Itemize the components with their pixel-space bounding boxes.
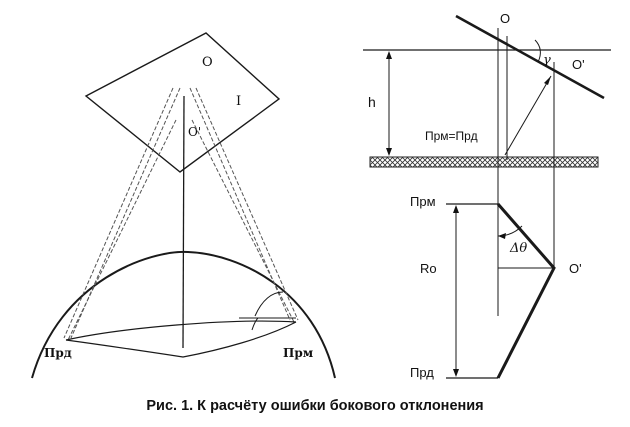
ro-arrow-top [453,205,459,213]
ground-strip [369,156,599,168]
ray-arrow [544,76,551,85]
vertical-axis [182,95,185,349]
label-prd: Прд [410,365,434,380]
plane-label-i: I [236,94,241,109]
reflecting-plane [84,32,281,173]
plane-label-o: O [202,55,213,70]
figure-caption: Рис. 1. К расчёту ошибки бокового отклон… [146,398,484,414]
label-gamma: γ [543,53,551,68]
label-prm: Прм [410,194,436,209]
ground-lens-upper [65,320,297,341]
reflection-path [496,203,556,379]
label-transmitter: Прд [44,346,72,360]
label-o-prime-bottom: O' [569,261,582,276]
delta-theta-arrow [498,233,506,239]
ground-lens-lower [65,321,297,358]
earth-surface-arc [31,250,336,379]
h-arrow-bottom [386,148,392,156]
foot-label: O' [188,125,201,139]
gamma-angle-arc [534,39,541,63]
label-delta-theta: Δθ [509,241,527,256]
right-figure: O O' γ h Прм=Прд Ro Δθ O' Прм [363,11,611,380]
ray-to-plane [504,75,552,156]
label-prm-prd: Прм=Прд [425,129,478,143]
angle-arc-receiver [254,291,284,317]
label-receiver: Прм [283,346,314,360]
ro-arrow-bottom [453,369,459,377]
label-ro: Ro [420,261,437,276]
angle-arc-small [251,317,259,331]
label-o: O [500,11,510,26]
label-o-prime-top: O' [572,57,585,72]
left-figure: O I O' Прд Прм [31,32,336,379]
tilted-plane-line [455,14,605,100]
h-arrow-top [386,51,392,59]
label-h: h [368,94,376,110]
dashed-rays [63,87,299,341]
